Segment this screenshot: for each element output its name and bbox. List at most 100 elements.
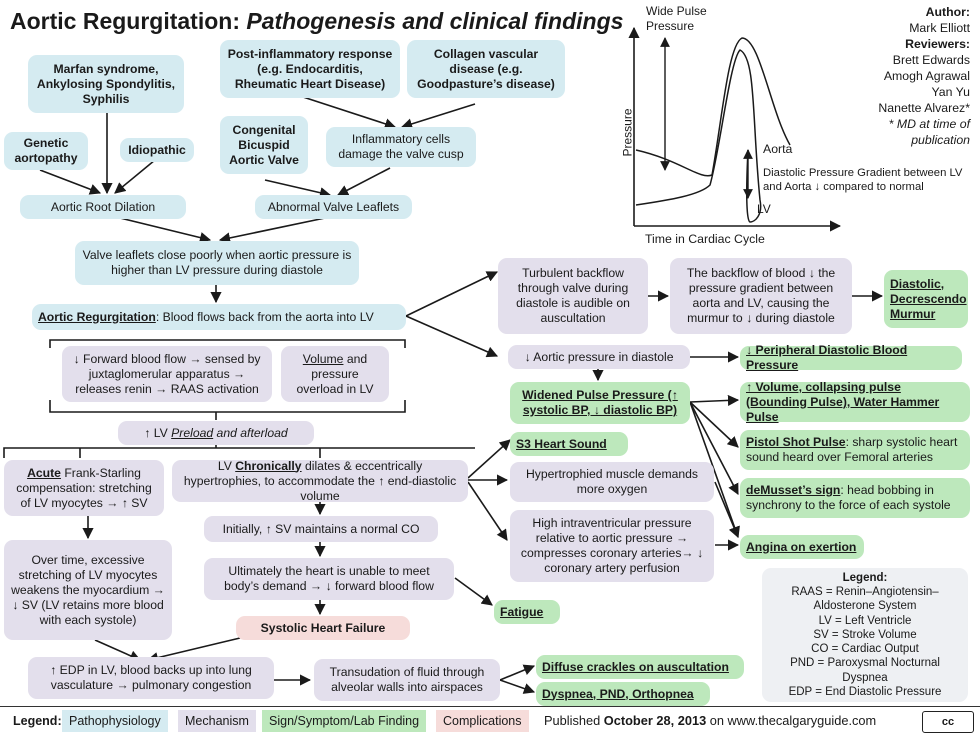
bracket-ar-bottom bbox=[49, 400, 406, 413]
arrow-ultimately-fatigue bbox=[454, 577, 493, 606]
box-edp: ↑ EDP in LV, blood backs up into lung va… bbox=[28, 657, 274, 699]
arrow-widened-pistol bbox=[689, 401, 739, 448]
reviewer: Brett Edwards bbox=[892, 53, 970, 67]
box-chronic: LV Chronically dilates & eccentrically h… bbox=[172, 458, 468, 503]
dyspnea-text: Dyspnea, PND, Orthopnea bbox=[542, 686, 694, 701]
bracket-ar bbox=[49, 339, 406, 348]
box-close-poorly: Valve leaflets close poorly when aortic … bbox=[75, 241, 359, 285]
pistol-a: Pistol Shot Pulse bbox=[746, 435, 846, 449]
box-backflow: The backflow of blood ↓ the pressure gra… bbox=[670, 258, 852, 334]
arrow-collagen-cells bbox=[400, 103, 476, 130]
murmur-text: Diastolic, Decrescendo Murmur bbox=[890, 276, 967, 321]
box-demusset: deMusset’s sign: head bobbing in synchro… bbox=[740, 478, 970, 518]
legend-pathophysiology: Pathophysiology bbox=[62, 710, 168, 732]
arrow-cells-leaflets bbox=[337, 167, 391, 196]
peripheral-text: ↓ Peripheral Diastolic Blood Pressure bbox=[746, 343, 908, 372]
box-systolic-heart-failure: Systolic Heart Failure bbox=[236, 616, 410, 640]
published-a: Published bbox=[544, 713, 604, 728]
arrow-overtime-edp bbox=[94, 639, 142, 662]
volume-pulse-text: ↑ Volume, collapsing pulse (Bounding Pul… bbox=[746, 379, 940, 424]
abbrev-item: CO = Cardiac Output bbox=[811, 643, 919, 656]
widened-text: Widened Pulse Pressure (↑ systolic BP, ↓… bbox=[522, 388, 678, 417]
chronic-rest: dilates & eccentrically hypertrophies, t… bbox=[183, 458, 457, 503]
box-inflam-cells: Inflammatory cells damage the valve cusp bbox=[326, 127, 476, 167]
box-volume-overload: Volume and pressure overload in LV bbox=[281, 346, 389, 402]
arrow-transudation-crackles bbox=[499, 664, 536, 681]
reviewers-label: Reviewers: bbox=[905, 37, 970, 51]
lv-curve bbox=[635, 49, 762, 223]
demusset-b: : head bobbing in synchrony to the force… bbox=[746, 483, 951, 512]
abbrev-item: EDP = End Diastolic Pressure bbox=[788, 686, 942, 699]
graph-lv-label: LV bbox=[757, 202, 771, 216]
footer-legend-label: Legend: bbox=[13, 714, 62, 728]
box-angina: Angina on exertion bbox=[740, 535, 864, 559]
box-volume-pulse: ↑ Volume, collapsing pulse (Bounding Pul… bbox=[740, 379, 970, 424]
abbrev-item: LV = Left Ventricle bbox=[818, 614, 912, 627]
arrow-widened-demusset bbox=[689, 401, 739, 495]
arrow-ar-turbulent bbox=[405, 271, 499, 317]
arrow-ar-aorticpressure bbox=[405, 315, 499, 358]
box-collagen: Collagen vascular disease (e.g. Goodpast… bbox=[407, 40, 565, 98]
box-hypertrophied: Hypertrophied muscle demands more oxygen bbox=[510, 462, 714, 502]
acute-word: Acute bbox=[27, 465, 61, 480]
reviewer: Amogh Agrawal bbox=[883, 69, 970, 83]
box-post-inflammatory: Post-inflammatory response (e.g. Endocar… bbox=[220, 40, 400, 98]
title-main: Aortic Regurgitation: bbox=[10, 8, 240, 34]
box-dyspnea: Dyspnea, PND, Orthopnea bbox=[536, 682, 710, 706]
s3-text: S3 Heart Sound bbox=[516, 436, 607, 451]
published-line: Published October 28, 2013 on www.thecal… bbox=[544, 710, 876, 732]
box-aortic-pressure: ↓ Aortic pressure in diastole bbox=[508, 345, 690, 369]
box-fatigue: Fatigue bbox=[494, 600, 560, 624]
title-sub: Pathogenesis and clinical findings bbox=[246, 8, 624, 34]
box-murmur: Diastolic, Decrescendo Murmur bbox=[884, 270, 968, 328]
abbrev-item: RAAS = Renin–Angiotensin–Aldosterone Sys… bbox=[791, 585, 939, 613]
graph-aorta-label: Aorta bbox=[763, 142, 793, 156]
footer-bar bbox=[0, 706, 980, 736]
box-acute: Acute Frank-Starling compensation: stret… bbox=[4, 460, 164, 516]
author-name: Mark Elliott bbox=[909, 21, 970, 35]
arrow-idiopathic-dilation bbox=[114, 159, 156, 194]
acute-rest: Frank-Starling compensation: stretching … bbox=[16, 465, 152, 510]
reviewer: Yan Yu bbox=[931, 85, 970, 99]
aorta-curve bbox=[635, 37, 791, 177]
box-forward-flow: ↓ Forward blood flow → sensed by juxtagl… bbox=[62, 346, 272, 402]
volume-rest: and pressure overload in LV bbox=[296, 351, 374, 396]
arrow-widened-volume bbox=[689, 394, 740, 407]
creative-commons-icon: cc bbox=[922, 711, 974, 733]
bracket-preload bbox=[3, 447, 475, 458]
fatigue-text: Fatigue bbox=[500, 604, 544, 619]
author-note: * MD at time of publication bbox=[888, 117, 970, 147]
box-overtime: Over time, excessive stretching of LV my… bbox=[4, 540, 172, 640]
volume-word: Volume bbox=[302, 351, 344, 366]
crackles-text: Diffuse crackles on auscultation bbox=[542, 659, 729, 674]
arrow-widened-angina bbox=[689, 401, 740, 539]
box-abnormal-leaflets: Abnormal Valve Leaflets bbox=[255, 195, 412, 219]
pistol-b: : sharp systolic heart sound heard over … bbox=[746, 435, 958, 464]
box-turbulent: Turbulent backflow through valve during … bbox=[498, 258, 648, 334]
box-marfan: Marfan syndrome, Ankylosing Spondylitis,… bbox=[28, 55, 184, 113]
box-transudation: Transudation of fluid through alveolar w… bbox=[314, 659, 500, 701]
ar-label: Aortic Regurgitation bbox=[38, 309, 156, 324]
box-preload: ↑ LV Preload and afterload bbox=[118, 421, 314, 445]
abbrev-item: SV = Stroke Volume bbox=[813, 628, 917, 641]
abbreviation-legend: Legend: RAAS = Renin–Angiotensin–Aldoste… bbox=[762, 568, 968, 702]
arrow-postinflam-cells bbox=[299, 95, 397, 130]
page-title: Aortic Regurgitation: Pathogenesis and c… bbox=[10, 8, 623, 35]
box-genetic: Genetic aortopathy bbox=[4, 132, 88, 170]
box-s3: S3 Heart Sound bbox=[510, 432, 628, 456]
published-url[interactable]: on www.thecalgaryguide.com bbox=[706, 713, 877, 728]
graph-ylabel: Pressure bbox=[620, 108, 635, 157]
abbrev-legend-title: Legend: bbox=[842, 571, 888, 584]
arrow-transudation-dyspnea bbox=[499, 679, 536, 694]
preload-a: ↑ LV bbox=[144, 425, 172, 440]
legend-sign-symptom: Sign/Symptom/Lab Finding bbox=[262, 710, 427, 732]
angina-text: Angina on exertion bbox=[746, 539, 857, 554]
box-aortic-regurgitation: Aortic Regurgitation: Blood flows back f… bbox=[32, 304, 406, 330]
abbrev-item: PND = Paroxysmal Nocturnal Dyspnea bbox=[790, 657, 940, 684]
arrow-dilation-closepoorly bbox=[119, 217, 212, 244]
box-pistol-shot: Pistol Shot Pulse: sharp systolic heart … bbox=[740, 430, 970, 470]
preload-b: Preload bbox=[171, 425, 214, 440]
arrow-genetic-dilation bbox=[39, 169, 102, 195]
box-congenital: Congenital Bicuspid Aortic Valve bbox=[220, 116, 308, 174]
